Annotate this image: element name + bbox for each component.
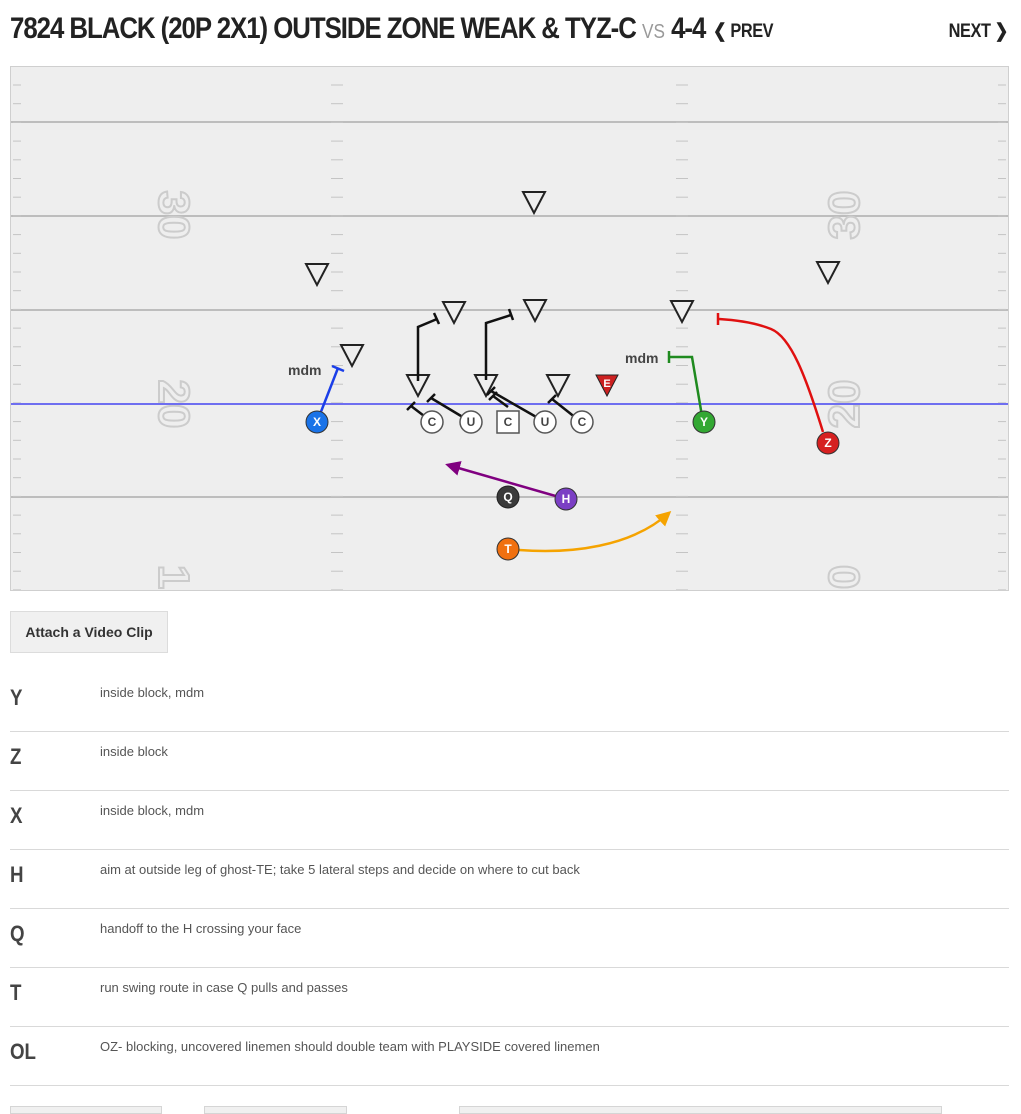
ol-label-5: C	[578, 415, 587, 429]
assignment-text: OZ- blocking, uncovered linemen should d…	[100, 1039, 600, 1054]
player-t	[496, 537, 520, 561]
assignment-row-x: X inside block, mdm	[10, 791, 1009, 850]
assignment-row-ol: OL OZ- blocking, uncovered linemen shoul…	[10, 1027, 1009, 1086]
player-q-label: Q	[503, 490, 512, 504]
ol-label-2: U	[467, 415, 476, 429]
assignment-position: Y	[10, 685, 23, 710]
field-svg: 30 30 20 20 1 0 E	[11, 67, 1008, 590]
ol-left-guard	[459, 410, 483, 434]
bottom-button-1[interactable]	[10, 1106, 162, 1114]
skill-players: X Y Z Q H T	[305, 410, 840, 561]
assignment-position: T	[10, 980, 22, 1005]
player-y-label: Y	[700, 415, 708, 429]
ol-left-tackle	[420, 410, 444, 434]
ol-label-3: C	[504, 415, 513, 429]
defender-dl-3	[545, 374, 571, 399]
defense-name: 4-4	[671, 12, 706, 45]
next-label: NEXT	[948, 21, 991, 42]
player-x-label: X	[313, 415, 321, 429]
assignment-position: OL	[10, 1039, 36, 1064]
bottom-button-2[interactable]	[204, 1106, 347, 1114]
h-route	[445, 461, 560, 499]
defender-lb-1	[441, 301, 467, 326]
assignment-text: inside block	[100, 744, 168, 759]
block-center	[492, 394, 509, 409]
yard-number-left-30: 30	[149, 191, 198, 240]
defender-lb-3	[669, 300, 695, 325]
player-h-label: H	[562, 492, 571, 506]
bottom-input[interactable]	[459, 1106, 942, 1114]
play-header: 7824 BLACK (20P 2X1) OUTSIDE ZONE WEAK &…	[10, 10, 1010, 56]
next-button[interactable]: NEXT ❯	[948, 20, 1009, 43]
field-turf	[11, 67, 1008, 590]
hash-marks	[13, 84, 1006, 590]
assignment-row-t: T run swing route in case Q pulls and pa…	[10, 968, 1009, 1027]
ol-label-1: C	[428, 415, 437, 429]
chevron-right-icon: ❯	[994, 21, 1009, 42]
defender-lb-2	[522, 299, 548, 324]
assignment-position: X	[10, 803, 23, 828]
defender-corner-right	[815, 261, 841, 286]
player-x	[305, 410, 329, 434]
block-c1-climb	[416, 317, 438, 381]
assignment-row-y: Y inside block, mdm	[10, 673, 1009, 732]
ol-right-tackle	[570, 410, 594, 434]
defender-olb-left	[339, 344, 365, 369]
player-z-label: Z	[824, 436, 831, 450]
x-mdm-label: mdm	[288, 362, 321, 378]
assignment-row-h: H aim at outside leg of ghost-TE; take 5…	[10, 850, 1009, 909]
prev-label: PREV	[730, 21, 774, 42]
assignment-row-z: Z inside block	[10, 732, 1009, 791]
vs-label: VS	[641, 21, 665, 43]
assignment-row-q: Q handoff to the H crossing your face	[10, 909, 1009, 968]
assignment-position: Z	[10, 744, 22, 769]
assignment-list: Y inside block, mdm Z inside block X ins…	[10, 673, 1009, 1086]
y-mdm-label: mdm	[625, 350, 658, 366]
play-name: 7824 BLACK (20P 2X1) OUTSIDE ZONE WEAK &…	[10, 12, 637, 45]
ol-center	[496, 410, 520, 434]
defender-corner-left	[304, 263, 330, 288]
assignment-text: run swing route in case Q pulls and pass…	[100, 980, 348, 995]
chevron-left-icon: ❮	[713, 21, 727, 42]
defender-e-label: E	[603, 378, 610, 390]
defender-e	[595, 374, 619, 398]
y-route	[670, 355, 705, 423]
assignment-text: aim at outside leg of ghost-TE; take 5 l…	[100, 862, 580, 877]
ol-label-4: U	[541, 415, 550, 429]
player-y	[692, 410, 716, 434]
play-title: 7824 BLACK (20P 2X1) OUTSIDE ZONE WEAK &…	[10, 12, 706, 46]
attach-video-clip-button[interactable]: Attach a Video Clip	[10, 611, 168, 653]
prev-button[interactable]: ❮ PREV	[713, 20, 774, 43]
player-h	[554, 487, 578, 511]
player-t-label: T	[504, 542, 512, 556]
x-block-tee	[331, 364, 345, 373]
ol-right-guard	[533, 410, 557, 434]
assignment-position: H	[10, 862, 24, 887]
assignment-position: Q	[10, 921, 25, 946]
block-u1-climb	[484, 313, 512, 380]
assignment-text: handoff to the H crossing your face	[100, 921, 302, 936]
assignment-text: inside block, mdm	[100, 685, 205, 700]
player-z	[816, 431, 840, 455]
player-q	[496, 485, 520, 509]
defender-safety	[521, 191, 547, 216]
z-route	[718, 317, 825, 433]
yard-number-left-bottom: 1	[149, 565, 198, 589]
assignment-text: inside block, mdm	[100, 803, 205, 818]
yard-number-right-30: 30	[820, 191, 869, 240]
offensive-line: C U C U C	[420, 410, 594, 434]
yard-number-right-bottom: 0	[820, 565, 869, 589]
defenders	[304, 191, 841, 399]
play-diagram: 30 30 20 20 1 0 E	[10, 66, 1009, 591]
t-route	[518, 511, 672, 553]
